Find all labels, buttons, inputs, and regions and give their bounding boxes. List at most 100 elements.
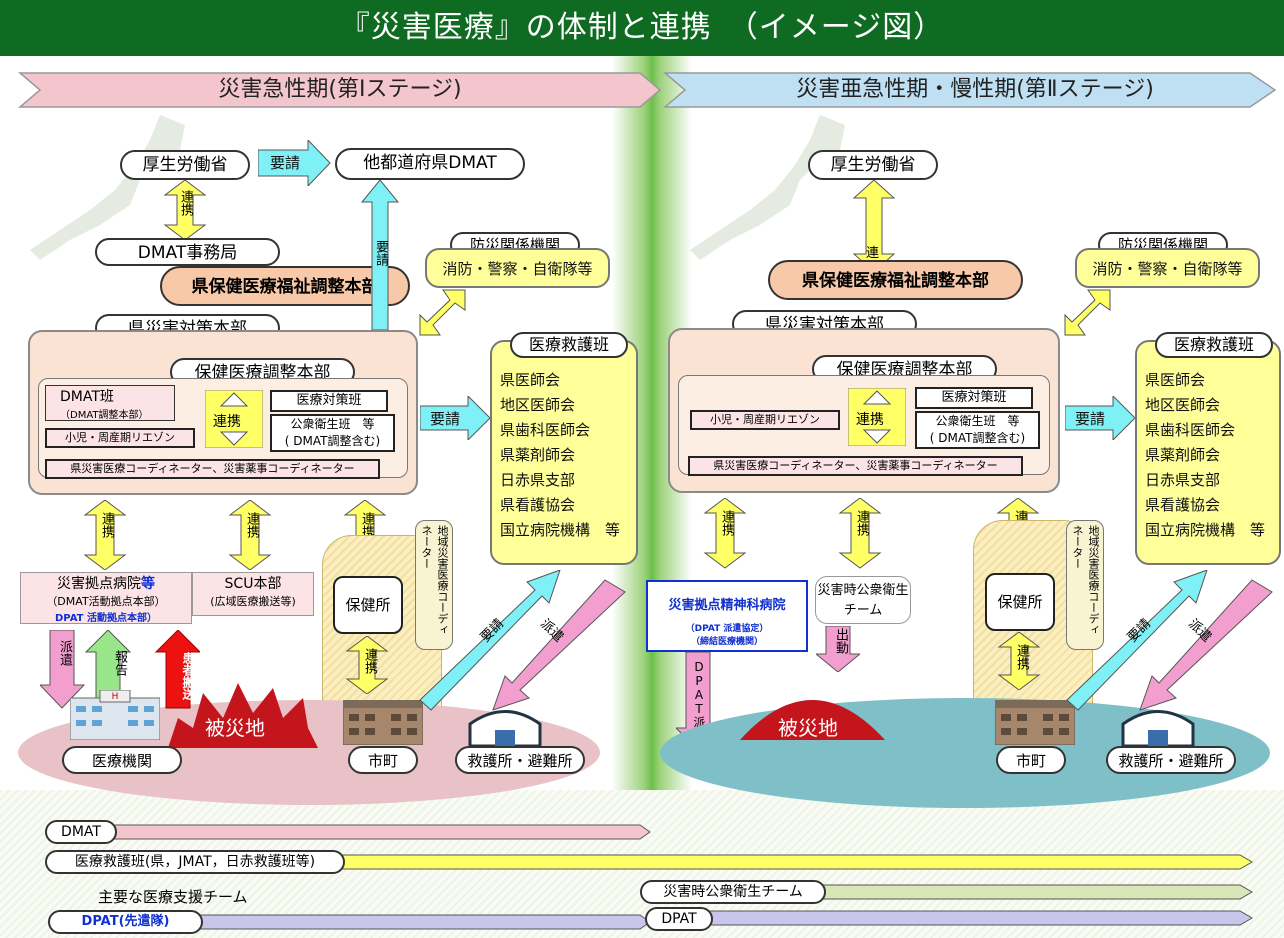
right-shelter-icon [1121,710,1195,746]
right-dpat-dispatch-label: DPAT派遣 [692,660,706,740]
left-link-label-1: 連携 [99,512,114,538]
right-psych-hospital: 災害拠点精神科病院 （DPAT 派遣協定） （締結医療機関） [646,580,808,652]
right-disaster-dome [740,700,885,740]
right-rescue-member: 日赤県支部 [1145,471,1221,489]
left-request-rescue-label: 要請 [430,410,461,428]
right-link-health-label: 連携 [1014,644,1029,670]
right-rescue-member: 県看護協会 [1145,496,1221,514]
left-link-label-3: 連携 [359,512,374,538]
left-agencies-list: 消防・警察・自衛隊等 [425,248,610,288]
left-link-label-2: 連携 [244,512,259,538]
left-city-building-icon [343,700,423,745]
left-shelter: 救護所・避難所 [455,746,585,774]
timeline-dpat-advance: DPAT(先遣隊) [48,910,203,934]
right-rescue-member: 国立病院機構 等 [1145,521,1266,539]
left-scu: SCU本部 (広域医療搬送等) [192,572,314,616]
right-shelter: 救護所・避難所 [1106,746,1236,774]
hospital-building-icon: H [70,690,160,740]
left-coordinators: 県災害医療コーディネーター、災害薬事コーディネーター [45,459,380,479]
right-dispatch-out-label: 出動 [833,628,848,654]
right-connect-cross [848,388,906,446]
timeline-dpat: DPAT [645,907,713,931]
right-perinatal: 小児・周産期リエゾン [690,410,840,430]
left-health-center: 保健所 [333,576,403,634]
timeline-public-health: 災害時公衆衛生チーム [640,880,826,904]
left-link-mhlw-dmat [163,180,207,240]
left-link-health-city [345,636,389,694]
timeline-dmat: DMAT [45,820,117,844]
left-dmat-team: DMAT班 （DMAT調整本部） [45,385,175,421]
right-medical-team: 医療対策班 [915,387,1033,409]
right-disaster-area: 被災地 [778,716,838,740]
right-rescue-box [1135,340,1281,565]
right-health-center: 保健所 [985,573,1055,631]
left-report-label: 報告 [112,650,127,676]
right-link-agencies [1064,289,1111,336]
left-shelter-icon [468,710,542,746]
timeline-rescue: 医療救護班(県，JMAT，日赤救護班等) [45,850,345,874]
left-medical-inst: 医療機関 [62,746,182,774]
left-disaster-area: 被災地 [205,716,265,740]
left-rescue-title: 医療救護班 [510,332,628,358]
left-request-up-label: 要請 [373,240,388,266]
left-regional-coord: 地域災害医療コーディネーター [415,520,453,650]
left-bottom-arrows [40,630,200,709]
left-medical-team: 医療対策班 [270,390,388,412]
right-link-health-city [997,632,1041,690]
left-other-dmat: 他都道府県DMAT [335,148,525,180]
right-rescue-member: 県歯科医師会 [1145,421,1236,439]
right-regional-coord: 地域災害医療コーディネーター [1066,520,1104,650]
left-disaster-burst [168,683,318,748]
timeline-main-teams: 主要な医療支援チーム [98,888,248,906]
right-public-health-label: 公衆衛生班 等 [935,414,1020,428]
right-request-rescue-arrow [1065,396,1136,440]
left-link-health-label: 連携 [362,648,377,674]
svg-text:H: H [112,692,119,702]
left-connect-label: 連携 [213,414,241,430]
right-link-label-1: 連携 [719,510,734,536]
right-link-label-2: 連携 [854,510,869,536]
left-base-hospital: 災害拠点病院等 （DMAT活動拠点本部） DPAT 活動拠点本部） [20,572,192,624]
left-base-hospital-label: 災害拠点病院 [57,576,141,592]
left-city: 市町 [348,746,418,774]
right-city-building-icon [995,700,1075,745]
left-dispatch-label: 派遣 [57,640,72,666]
left-rescue-list: 県医師会 地区医師会 県歯科医師会 県薬剤師会 日赤県支部 県看護協会 国立病院… [500,368,620,543]
page-title: 『災害医療』の体制と連携 （イメージ図） [0,0,1284,56]
left-diag-arrows [419,570,626,711]
left-perinatal: 小児・周産期リエゾン [45,428,195,448]
left-rescue-member: 地区医師会 [500,396,576,414]
left-rescue-member: 日赤県支部 [500,471,576,489]
left-public-health-sub: ( DMAT調整含む) [284,434,381,448]
right-rescue-member: 県医師会 [1145,371,1206,389]
left-link-mhlw-label: 連携 [178,190,193,216]
left-transport-label: 患者搬送 [181,652,195,700]
right-agencies-list: 消防・警察・自衛隊等 [1075,248,1260,288]
right-rescue-member: 地区医師会 [1145,396,1221,414]
right-link-mhlw [852,180,896,272]
left-request-label: 要請 [270,154,301,172]
left-request-up-arrow [360,180,400,330]
right-psych-sub1: （DPAT 派遣協定） [685,624,769,634]
right-city: 市町 [996,746,1066,774]
left-base-hospital-etc: 等 [141,576,155,592]
japan-map-right [690,115,845,260]
right-rescue-member: 県薬剤師会 [1145,446,1221,464]
left-request-arrow [258,140,331,186]
left-stage-label: 災害急性期(第Ⅰステージ) [218,77,462,102]
left-public-health-team: 公衆衛生班 等 ( DMAT調整含む) [270,414,395,452]
right-mhlw: 厚生労働省 [808,150,938,180]
left-rescue-box [490,340,638,565]
left-dmat-team-label: DMAT班 [60,389,114,405]
left-rescue-member: 国立病院機構 等 [500,521,621,539]
right-rescue-title: 医療救護班 [1155,332,1273,358]
left-rescue-member: 県歯科医師会 [500,421,591,439]
left-request-rescue-arrow [420,396,491,440]
right-coordinators: 県災害医療コーディネーター、災害薬事コーディネーター [688,456,1023,476]
left-dmat-office: DMAT事務局 [95,238,280,266]
right-welfare-hq: 県保健医療福祉調整本部 [768,260,1023,300]
right-public-health-sub: ( DMAT調整含む) [929,431,1026,445]
right-rescue-list: 県医師会 地区医師会 県歯科医師会 県薬剤師会 日赤県支部 県看護協会 国立病院… [1145,368,1265,543]
left-rescue-member: 県薬剤師会 [500,446,576,464]
left-connect-cross [205,390,263,448]
